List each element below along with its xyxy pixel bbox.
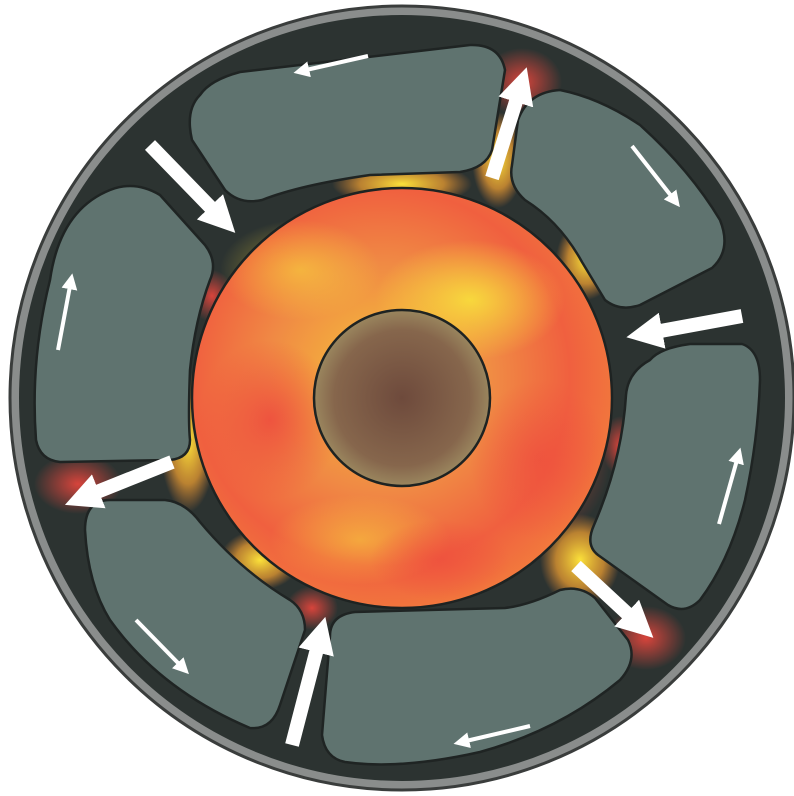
mantle-yellow-blotch-2 xyxy=(220,220,380,320)
core xyxy=(314,310,490,486)
